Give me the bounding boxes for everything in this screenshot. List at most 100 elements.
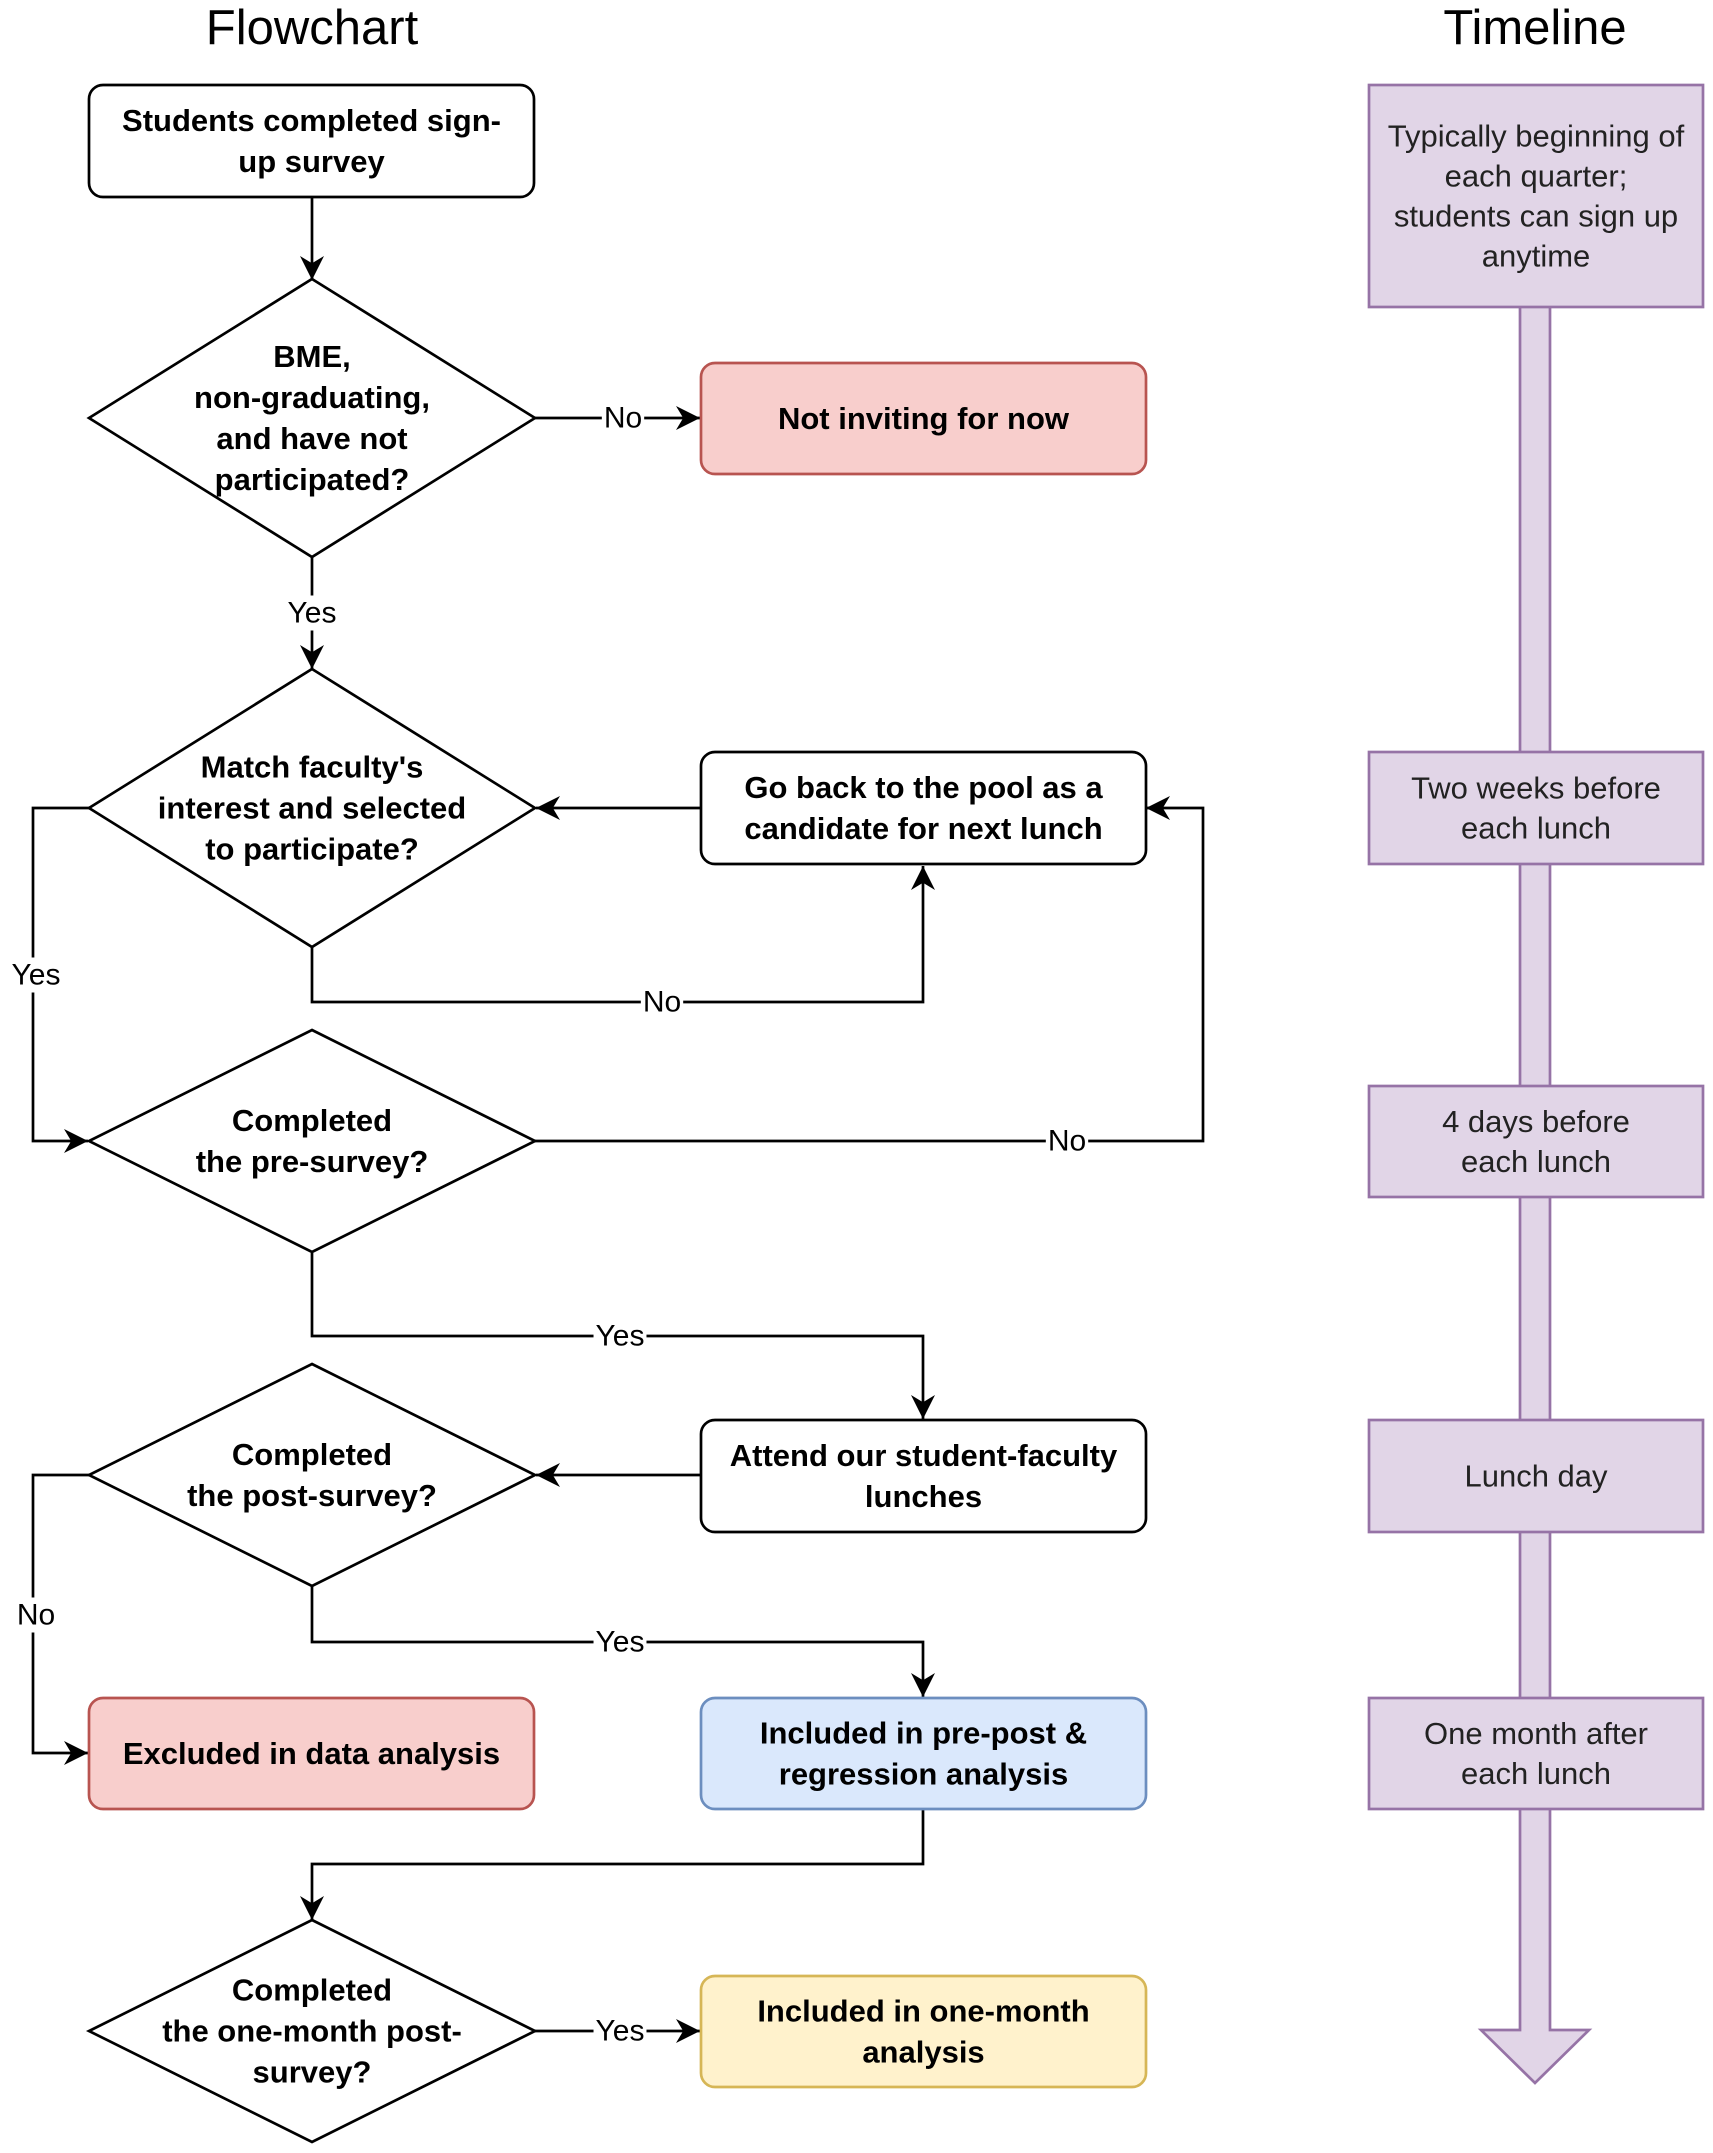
post-survey-line-2: the post-survey? [187,1478,437,1513]
node-excluded: Excluded in data analysis [87,1696,536,1811]
attend-box [699,1418,1148,1534]
timeline-step-5: One month after each lunch [1367,1696,1705,1811]
node-included-prepost: Included in pre-post & regression analysi… [699,1696,1148,1811]
edge-label-eligible-no-text: No [604,402,642,435]
timeline-box-2 [1367,750,1705,866]
node-attend: Attend our student-faculty lunches [699,1418,1148,1534]
node-match: Match faculty's interest and selected to p… [86,667,538,949]
edge-pre-no [534,796,1205,1143]
go-back-line-1: Go back to the pool as a [744,770,1103,805]
node-not-inviting: Not inviting for now [699,361,1148,476]
edge-label-post-yes-bg [593,1624,647,1660]
edge-label-pre-yes-bg [593,1318,647,1354]
included-onemonth-box [699,1974,1148,2089]
match-line-1: Match faculty's [201,750,424,785]
signup-line-1: Students completed sign- [122,103,501,138]
edge-label-onemonth-yes: Yes [593,2013,647,2049]
edge-label-match-no-text: No [643,986,681,1019]
edge-label-eligible-yes-bg [285,595,339,631]
timeline-box-4 [1367,1418,1705,1534]
node-one-month: Completed the one-month post-survey? [85,1918,539,2144]
node-pre-survey: Completed the pre-survey? [85,1028,539,1254]
edge-label-pre-no-text: No [1048,1125,1086,1158]
edge-label-match-no-bg [640,984,684,1020]
pre-survey-diamond [85,1028,539,1254]
edge-label-match-yes-text: Yes [12,959,61,992]
edge-label-post-no: No [14,1597,58,1633]
edge-label-eligible-yes-text: Yes [288,597,337,630]
match-line-2: interest and selected [158,791,466,826]
edge-label-post-yes: Yes [593,1624,647,1660]
timeline-box-1 [1367,83,1705,309]
eligible-line-3: and have not [216,421,407,456]
attend-line-1: Attend our student-faculty [730,1438,1118,1473]
match-diamond [86,667,538,949]
edge-label-match-yes-bg [9,957,63,993]
edge-match-no [310,866,935,1004]
eligible-diamond [86,277,538,559]
edge-label-match-no: No [640,984,684,1020]
timeline-text-1-line-3: students can sign up [1394,199,1678,234]
timeline-text-2-line-2: each lunch [1461,811,1611,846]
pre-survey-line-1: Completed [232,1103,392,1138]
edge-label-post-yes-text: Yes [596,1626,645,1659]
edge-prepost-onemonth [300,1808,925,1920]
excluded-box [87,1696,536,1811]
edge-label-pre-yes-text: Yes [596,1320,645,1353]
timeline-text-1-line-4: anytime [1482,239,1591,274]
eligible-line-1: BME, [273,339,351,374]
edge-label-onemonth-yes-bg [593,2013,647,2049]
eligible-line-2: non-graduating, [194,380,430,415]
timeline-text-1-line-1: Typically beginning of [1388,119,1685,154]
node-post-survey: Completed the post-survey? [85,1362,539,1588]
edge-label-match-yes: Yes [9,957,63,993]
post-survey-diamond [85,1362,539,1588]
timeline-box-3 [1367,1084,1705,1199]
timeline-text-5-line-2: each lunch [1461,1756,1611,1791]
included-prepost-line-2: regression analysis [779,1757,1069,1792]
go-back-box [699,750,1148,866]
timeline-box-5 [1367,1696,1705,1811]
not-inviting-box [699,361,1148,476]
edge-label-post-no-text: No [17,1599,55,1632]
attend-line-2: lunches [865,1479,982,1514]
included-onemonth-line-1: Included in one-month [757,1994,1089,2029]
edge-label-onemonth-yes-text: Yes [596,2015,645,2048]
timeline-header: Timeline [1443,1,1626,55]
one-month-line-1: Completed [232,1973,392,2008]
post-survey-line-1: Completed [232,1437,392,1472]
one-month-diamond [85,1918,539,2144]
edge-label-pre-no-bg [1045,1123,1089,1159]
timeline-step-1: Typically beginning of each quarter; stude… [1367,83,1705,309]
pre-survey-line-2: the pre-survey? [196,1144,429,1179]
one-month-line-2: the one-month post- [162,2014,462,2049]
go-back-line-2: candidate for next lunch [744,811,1102,846]
edge-label-pre-yes: Yes [593,1318,647,1354]
timeline-step-2: Two weeks before each lunch [1367,750,1705,866]
node-signup: Students completed sign-up survey [87,83,536,199]
timeline-text-5-line-1: One month after [1424,1716,1648,1751]
included-onemonth-line-2: analysis [862,2035,984,2070]
edge-label-pre-no: No [1045,1123,1089,1159]
timeline-text-4-line-1: Lunch day [1464,1459,1608,1494]
timeline-step-4: Lunch day [1367,1418,1705,1534]
node-included-onemonth: Included in one-month analysis [699,1974,1148,2089]
signup-line-2: up survey [238,144,385,179]
flowchart-header: Flowchart [206,1,419,55]
timeline-text-2-line-1: Two weeks before [1411,771,1661,806]
node-go-back: Go back to the pool as a candidate for ne… [699,750,1148,866]
timeline-text-3-line-2: each lunch [1461,1144,1611,1179]
eligible-line-4: participated? [215,462,410,497]
edge-label-post-no-bg [14,1597,58,1633]
timeline-text-1-line-2: each quarter; [1445,159,1628,194]
included-prepost-line-1: Included in pre-post & [760,1716,1087,1751]
match-line-3: to participate? [205,832,419,867]
one-month-line-3: survey? [253,2055,372,2090]
edge-label-eligible-no: No [601,400,645,436]
node-eligible: BME, non-graduating, and have not participa… [86,277,538,559]
edge-label-eligible-yes: Yes [285,595,339,631]
signup-box [87,83,536,199]
edge-label-eligible-no-bg [601,400,645,436]
